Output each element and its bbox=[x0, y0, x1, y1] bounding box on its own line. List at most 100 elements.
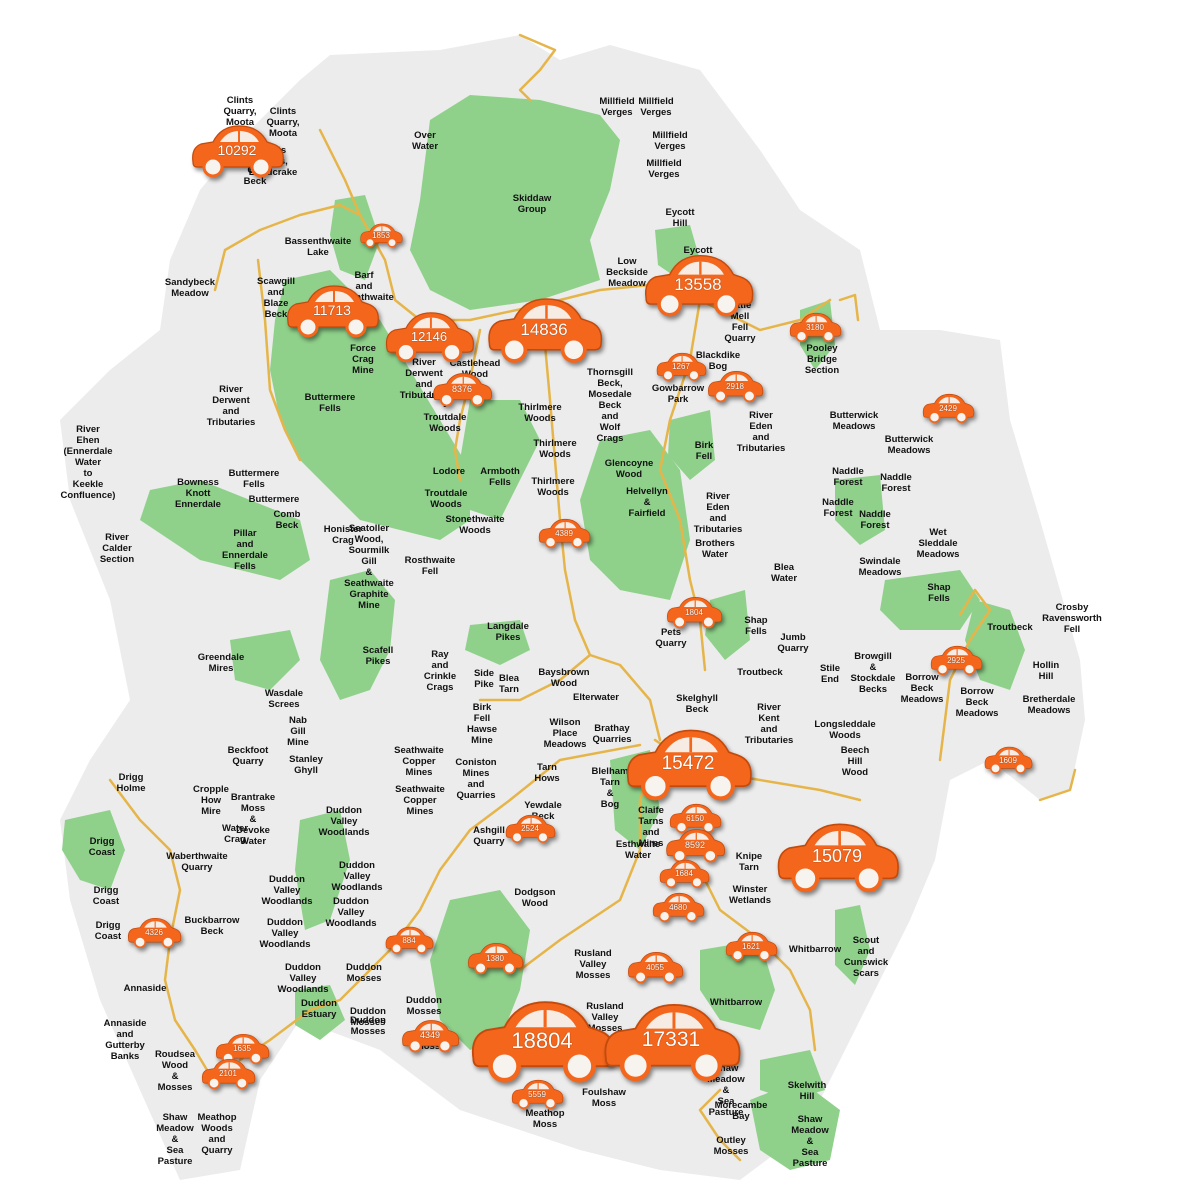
visitor-count: 4680 bbox=[669, 902, 687, 912]
park-area bbox=[580, 430, 690, 600]
park-area bbox=[410, 95, 620, 310]
visitor-count: 1609 bbox=[999, 755, 1017, 765]
visitor-count-marker[interactable]: 18804 bbox=[464, 996, 620, 1083]
visitor-count-marker[interactable]: 5559 bbox=[509, 1078, 565, 1110]
car-icon bbox=[360, 223, 403, 248]
visitor-count-marker[interactable]: 8376 bbox=[430, 371, 494, 407]
park-area bbox=[760, 1050, 825, 1100]
visitor-count-marker[interactable]: 10292 bbox=[187, 122, 287, 178]
visitor-count: 11713 bbox=[313, 302, 351, 319]
car-icon bbox=[287, 285, 379, 338]
car-icon bbox=[628, 952, 684, 984]
visitor-count: 4349 bbox=[419, 1030, 441, 1041]
car-icon bbox=[626, 729, 752, 801]
visitor-count: 1380 bbox=[486, 953, 504, 963]
visitor-count-marker[interactable]: 13558 bbox=[639, 251, 757, 317]
visitor-count: 2524 bbox=[521, 823, 539, 833]
visitor-count: 1267 bbox=[672, 361, 690, 371]
visitor-count: 4389 bbox=[555, 528, 573, 538]
visitor-count-marker[interactable]: 1684 bbox=[657, 858, 711, 888]
visitor-count-marker[interactable]: 8592 bbox=[663, 827, 727, 863]
car-icon bbox=[669, 804, 722, 834]
visitor-count: 4055 bbox=[646, 962, 664, 972]
visitor-count: 2925 bbox=[947, 655, 965, 665]
car-icon bbox=[604, 1003, 741, 1081]
park-area bbox=[835, 475, 885, 545]
park-area bbox=[750, 1080, 840, 1170]
visitor-count-marker[interactable]: 4389 bbox=[536, 517, 592, 549]
visitor-count: 17331 bbox=[641, 1028, 701, 1052]
park-area bbox=[465, 620, 530, 665]
park-area bbox=[880, 570, 980, 630]
park-area bbox=[295, 810, 350, 930]
car-icon bbox=[192, 125, 284, 178]
visitor-count-marker[interactable]: 4680 bbox=[650, 891, 706, 923]
visitor-count: 8592 bbox=[684, 840, 706, 851]
car-icon bbox=[511, 1080, 564, 1110]
visitor-count-marker[interactable]: 1267 bbox=[654, 351, 708, 381]
park-area bbox=[270, 270, 470, 540]
visitor-count: 12146 bbox=[410, 328, 448, 344]
visitor-count: 6150 bbox=[686, 813, 704, 823]
car-icon bbox=[538, 519, 591, 549]
visitor-count-marker[interactable]: 17331 bbox=[597, 999, 745, 1082]
park-area bbox=[230, 630, 300, 690]
car-icon bbox=[505, 814, 556, 843]
car-icon bbox=[468, 943, 524, 975]
visitor-count-marker[interactable]: 12146 bbox=[381, 309, 477, 363]
car-icon bbox=[652, 893, 705, 923]
visitor-count: 14836 bbox=[520, 319, 568, 339]
visitor-count-marker[interactable]: 2918 bbox=[705, 369, 765, 403]
car-icon bbox=[789, 313, 842, 343]
car-icon bbox=[201, 1058, 256, 1089]
visitor-count: 2101 bbox=[219, 1068, 237, 1078]
visitor-count-marker[interactable]: 1804 bbox=[664, 595, 724, 629]
car-icon bbox=[922, 394, 975, 424]
visitor-count: 1684 bbox=[675, 868, 693, 878]
car-icon bbox=[659, 859, 710, 888]
visitor-count: 2429 bbox=[939, 403, 957, 413]
park-area bbox=[320, 570, 395, 700]
visitor-count-marker[interactable]: 4326 bbox=[125, 916, 183, 948]
car-icon bbox=[127, 917, 182, 948]
visitor-count-marker[interactable]: 11713 bbox=[282, 282, 382, 338]
visitor-count-marker[interactable]: 2524 bbox=[503, 813, 557, 843]
visitor-count-marker[interactable]: 2101 bbox=[199, 1057, 257, 1089]
visitor-count-marker[interactable]: 4055 bbox=[625, 950, 685, 984]
visitor-count: 1804 bbox=[685, 607, 703, 617]
visitor-count-marker[interactable]: 15079 bbox=[771, 819, 903, 893]
park-area bbox=[705, 590, 750, 660]
visitor-count-marker[interactable]: 14836 bbox=[482, 294, 606, 364]
visitor-count: 1621 bbox=[742, 941, 760, 951]
visitor-count-marker[interactable]: 1853 bbox=[358, 222, 404, 248]
park-area bbox=[330, 195, 380, 280]
visitor-count: 2918 bbox=[726, 381, 744, 391]
visitor-count: 5559 bbox=[528, 1089, 546, 1099]
visitor-count-marker[interactable]: 884 bbox=[383, 925, 435, 955]
car-icon bbox=[667, 597, 723, 629]
visitor-count: 10292 bbox=[217, 142, 257, 159]
visitor-count: 13558 bbox=[674, 274, 722, 294]
visitor-count-marker[interactable]: 3180 bbox=[787, 311, 843, 343]
visitor-count-marker[interactable]: 2925 bbox=[928, 644, 984, 676]
car-icon bbox=[433, 373, 492, 407]
car-icon bbox=[725, 932, 778, 962]
visitor-count-marker[interactable]: 1621 bbox=[723, 930, 779, 962]
visitor-count-marker[interactable]: 1609 bbox=[982, 745, 1034, 775]
visitor-count-marker[interactable]: 4349 bbox=[399, 1018, 461, 1053]
visitor-count-marker[interactable]: 15472 bbox=[620, 725, 756, 801]
visitor-count: 1853 bbox=[372, 230, 390, 240]
visitor-count-marker[interactable]: 6150 bbox=[667, 802, 723, 834]
car-icon bbox=[777, 823, 899, 893]
park-area bbox=[835, 905, 870, 985]
visitor-count-marker[interactable]: 2429 bbox=[920, 392, 976, 424]
park-area bbox=[295, 985, 345, 1040]
visitor-count: 15472 bbox=[661, 752, 715, 774]
car-icon bbox=[385, 927, 434, 955]
park-area bbox=[668, 410, 715, 480]
visitor-count-marker[interactable]: 1380 bbox=[465, 941, 525, 975]
park-area bbox=[460, 400, 540, 520]
park-area bbox=[140, 480, 310, 580]
visitor-count: 15079 bbox=[811, 846, 863, 867]
